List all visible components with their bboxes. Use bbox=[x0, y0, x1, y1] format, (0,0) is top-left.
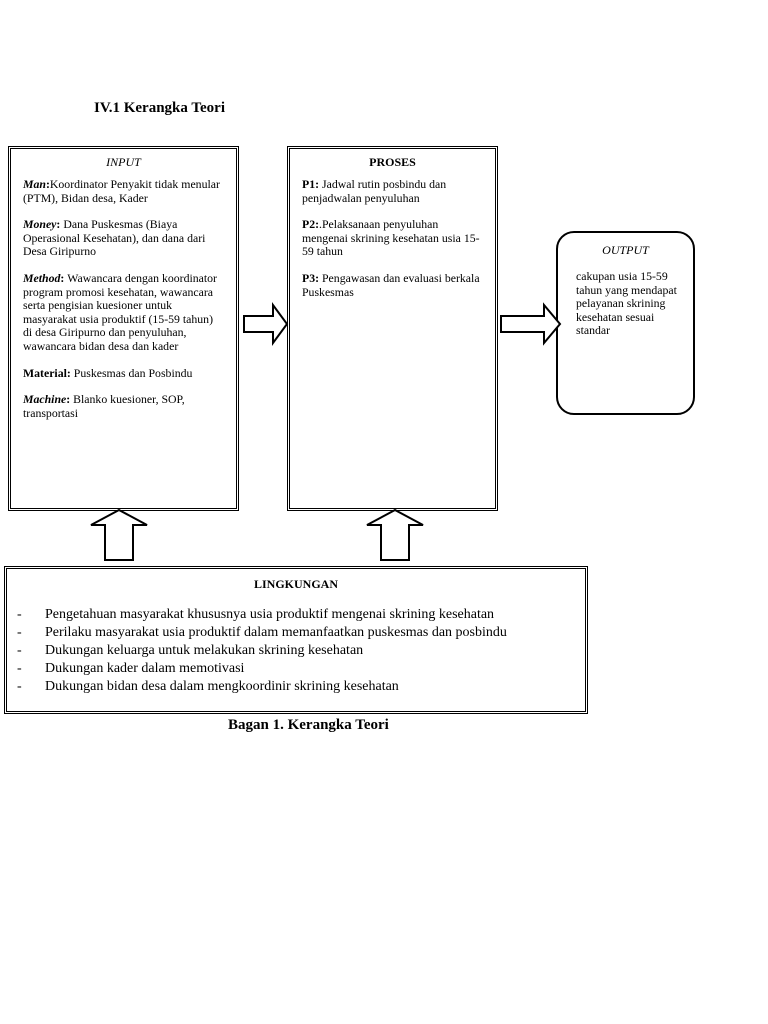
proses-box: PROSES P1: Jadwal rutin posbindu dan pen… bbox=[287, 146, 498, 511]
output-title: OUTPUT bbox=[602, 243, 649, 257]
lingkungan-list: - Pengetahuan masyarakat khususnya usia p… bbox=[7, 606, 585, 696]
input-sep-man: : bbox=[45, 177, 50, 191]
proses-item-p2: P2:.Pelaksanaan penyuluhan mengenai skri… bbox=[302, 217, 483, 259]
proses-key-p2: P2: bbox=[302, 217, 320, 232]
input-text-money: Dana Puskesmas (Biaya Operasional Keseha… bbox=[23, 217, 206, 259]
list-item-text: Dukungan bidan desa dalam mengkoordinir … bbox=[45, 679, 399, 694]
proses-key-p3: P3: bbox=[302, 270, 320, 285]
proses-item-p3: P3: Pengawasan dan evaluasi berkala Pusk… bbox=[302, 270, 483, 299]
input-key-method: Method bbox=[23, 270, 61, 285]
input-key-machine: Machine bbox=[23, 392, 67, 407]
list-item: - Pengetahuan masyarakat khususnya usia p… bbox=[7, 606, 585, 624]
input-key-man: Man bbox=[23, 177, 46, 191]
lingkungan-title: LINGKUNGAN bbox=[253, 577, 338, 591]
input-sep-method: : bbox=[60, 270, 68, 285]
arrow-lingkungan-to-proses bbox=[366, 508, 424, 561]
input-box: INPUT Man:Koordinator Penyakit tidak men… bbox=[8, 146, 239, 511]
proses-text-p2: .Pelaksanaan penyuluhan mengenai skrinin… bbox=[302, 217, 480, 259]
input-item-machine: Machine: Blanko kuesioner, SOP, transpor… bbox=[23, 392, 224, 420]
proses-content: P1: Jadwal rutin posbindu dan penjadwala… bbox=[290, 170, 495, 299]
input-text-material: Puskesmas dan Posbindu bbox=[73, 365, 193, 380]
arrow-proses-to-output bbox=[500, 302, 562, 346]
dash-bullet: - bbox=[17, 661, 22, 676]
dash-bullet: - bbox=[17, 625, 22, 640]
list-item-text: Dukungan kader dalam memotivasi bbox=[45, 661, 245, 676]
input-item-man: Man:Koordinator Penyakit tidak menular (… bbox=[23, 177, 224, 205]
input-key-money: Money bbox=[23, 217, 57, 232]
input-key-material: Material: bbox=[23, 365, 71, 380]
input-text-method: Wawancara dengan koordinator program pro… bbox=[23, 270, 217, 353]
input-content: Man:Koordinator Penyakit tidak menular (… bbox=[11, 170, 236, 420]
dash-bullet: - bbox=[17, 679, 22, 694]
input-text-man: Koordinator Penyakit tidak menular (PTM)… bbox=[23, 177, 220, 205]
page-heading: IV.1 Kerangka Teori bbox=[94, 100, 225, 116]
arrow-lingkungan-to-input bbox=[90, 508, 148, 561]
proses-text-p3: Pengawasan dan evaluasi berkala Puskesma… bbox=[302, 270, 480, 299]
proses-text-p1: Jadwal rutin posbindu dan penjadwalan pe… bbox=[302, 177, 447, 205]
proses-key-p1: P1: bbox=[302, 177, 320, 191]
lingkungan-box: LINGKUNGAN - Pengetahuan masyarakat khusu… bbox=[4, 566, 588, 714]
dash-bullet: - bbox=[17, 643, 22, 658]
figure-caption: Bagan 1. Kerangka Teori bbox=[228, 717, 389, 733]
list-item-text: Pengetahuan masyarakat khususnya usia pr… bbox=[45, 607, 495, 622]
arrow-input-to-proses bbox=[243, 301, 289, 347]
input-item-money: Money: Dana Puskesmas (Biaya Operasional… bbox=[23, 217, 224, 259]
output-box: OUTPUT cakupan usia 15-59 tahun yang men… bbox=[556, 231, 695, 415]
list-item-text: Dukungan keluarga untuk melakukan skrini… bbox=[45, 643, 364, 658]
input-title: INPUT bbox=[106, 155, 141, 169]
list-item-text: Perilaku masyarakat usia produktif dalam… bbox=[45, 625, 507, 640]
dash-bullet: - bbox=[17, 607, 22, 622]
proses-item-p1: P1: Jadwal rutin posbindu dan penjadwala… bbox=[302, 177, 483, 205]
input-item-material: Material: Puskesmas dan Posbindu bbox=[23, 365, 224, 381]
list-item: - Dukungan kader dalam memotivasi bbox=[7, 660, 585, 678]
proses-title: PROSES bbox=[369, 155, 416, 169]
list-item: - Perilaku masyarakat usia produktif dala… bbox=[7, 624, 585, 642]
list-item: - Dukungan bidan desa dalam mengkoordinir… bbox=[7, 678, 585, 696]
list-item: - Dukungan keluarga untuk melakukan skrin… bbox=[7, 642, 585, 660]
input-text-machine: Blanko kuesioner, SOP, transportasi bbox=[23, 392, 185, 420]
input-item-method: Method: Wawancara dengan koordinator pro… bbox=[23, 270, 224, 354]
input-sep-machine: : bbox=[66, 392, 74, 407]
output-text: cakupan usia 15-59 tahun yang mendapat p… bbox=[576, 269, 677, 338]
input-sep-money: : bbox=[56, 217, 64, 232]
